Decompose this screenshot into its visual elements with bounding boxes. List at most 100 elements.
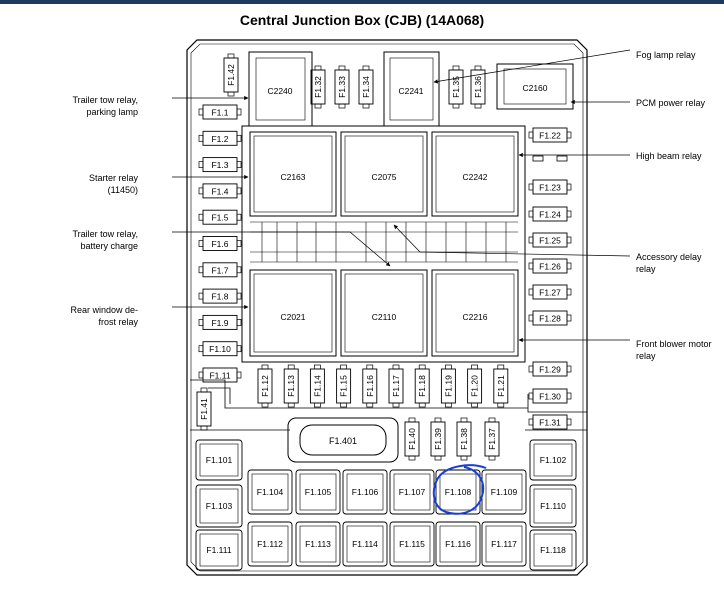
fuse-f1-24: F1.24 — [528, 206, 572, 222]
fuse-f1-1: F1.1 — [198, 104, 242, 120]
fuse-f1-18: F1.18 — [414, 364, 430, 408]
fuse-label: F1.116 — [445, 539, 471, 549]
fuse-label: F1.114 — [352, 539, 378, 549]
maxi-fuse-f1-111: F1.111 — [195, 529, 243, 571]
diagram-title: Central Junction Box (CJB) (14A068) — [239, 12, 485, 28]
fuse-f1-3: F1.3 — [198, 157, 242, 173]
fuse-f1-14: F1.14 — [309, 364, 325, 408]
fuse-f1-7: F1.7 — [198, 262, 242, 278]
maxi-fuse-f1-106: F1.106 — [342, 469, 388, 515]
left-fuse-column: F1.1F1.2F1.3F1.4F1.5F1.6F1.7F1.8F1.9F1.1… — [198, 104, 242, 383]
fuse-label: F1.40 — [407, 428, 417, 450]
fuse-label: F1.24 — [539, 210, 561, 220]
label-trailer-tow-parking: Trailer tow relay, parking lamp — [72, 95, 138, 117]
fuse-f1-35: F1.35 — [448, 65, 464, 109]
maxi-fuse-f1-101: F1.101 — [195, 439, 243, 481]
fuse-f1-19: F1.19 — [440, 364, 456, 408]
fuse-f1-17: F1.17 — [388, 364, 404, 408]
fuse-label: F1.31 — [539, 418, 561, 428]
fuse-f1-28: F1.28 — [528, 310, 572, 326]
fuse-label: F1.33 — [337, 76, 347, 98]
fuse-f1-26: F1.26 — [528, 258, 572, 274]
relay-c2160: C2160 — [496, 63, 574, 110]
fuse-f1-29: F1.29 — [528, 361, 572, 377]
relay-block-frame — [241, 125, 526, 363]
fuse-f1-11: F1.11 — [198, 367, 242, 383]
fuse-label: F1.10 — [209, 344, 231, 354]
label-rear-window-defrost: Rear window de- frost relay — [70, 305, 138, 327]
fuse-label: F1.38 — [459, 428, 469, 450]
fuse-label: F1.14 — [312, 375, 322, 397]
fuse-label: F1.32 — [313, 76, 323, 98]
highlight-circle-f1-108 — [432, 464, 487, 515]
fuse-label: F1.106 — [352, 487, 379, 497]
label-high-beam-relay: High beam relay — [636, 151, 702, 161]
fuse-label: F1.20 — [470, 375, 480, 397]
fuse-f1-5: F1.5 — [198, 209, 242, 225]
relay-c2110: C2110 — [340, 269, 428, 357]
fuse-label: F1.29 — [539, 365, 561, 375]
fuse-label: F1.25 — [539, 236, 561, 246]
right-fuse-column: F1.22F1.23F1.24F1.25F1.26F1.27F1.28F1.29… — [528, 127, 572, 430]
fuse-label: F1.103 — [206, 501, 233, 511]
fuse-f1-8: F1.8 — [198, 288, 242, 304]
fuse-label: F1.8 — [211, 292, 228, 302]
maxi-fuse-f1-104: F1.104 — [247, 469, 293, 515]
fuse-f1-10: F1.10 — [198, 341, 242, 357]
fuse-label: F1.104 — [257, 487, 284, 497]
fuse-label: F1.105 — [305, 487, 332, 497]
relay-c2075: C2075 — [340, 131, 428, 217]
fuse-label: F1.3 — [211, 160, 228, 170]
fuse-label: F1.23 — [539, 183, 561, 193]
fuse-label: F1.113 — [305, 539, 331, 549]
relay-c2242: C2242 — [431, 131, 519, 217]
maxi-fuse-f1-114: F1.114 — [342, 521, 388, 567]
relay-c2240: C2240 — [248, 51, 313, 127]
fuse-label: F1.15 — [339, 375, 349, 397]
fuse-f1-32: F1.32 — [310, 65, 326, 109]
fuse-f1-37: F1.37 — [484, 417, 500, 461]
fuse-label: F1.34 — [361, 76, 371, 98]
fuse-label: F1.1 — [211, 108, 228, 118]
maxi-fuse-f1-107: F1.107 — [389, 469, 435, 515]
maxi-fuse-f1-102: F1.102 — [529, 439, 577, 481]
fuse-label: F1.21 — [496, 375, 506, 397]
fuse-f1-40: F1.40 — [404, 417, 420, 461]
label-starter-relay: Starter relay (11450) — [88, 173, 138, 195]
maxi-fuse-f1-112: F1.112 — [247, 521, 293, 567]
maxi-fuse-f1-113: F1.113 — [295, 521, 341, 567]
fuse-label: F1.115 — [399, 539, 425, 549]
relay-label: C2160 — [522, 83, 547, 93]
relay-label: C2240 — [267, 86, 292, 96]
fuse-label: F1.112 — [257, 539, 283, 549]
fuse-label: F1.118 — [540, 545, 566, 555]
fuse-label: F1.39 — [433, 428, 443, 450]
maxi-fuse-f1-103: F1.103 — [195, 484, 243, 528]
svg-text:C2110: C2110 — [372, 312, 397, 322]
fuse-label: F1.4 — [211, 186, 228, 196]
fuse-label: F1.19 — [443, 375, 453, 397]
fuse-label: F1.7 — [211, 265, 228, 275]
maxi-fuse-f1-116: F1.116 — [435, 521, 481, 567]
svg-text:C2242: C2242 — [462, 172, 487, 182]
relay-c2241: C2241 — [383, 51, 440, 127]
fuse-f1-42: F1.42 — [223, 53, 239, 97]
maxi-fuse-f1-105: F1.105 — [295, 469, 341, 515]
fuse-label: F1.37 — [487, 428, 497, 450]
fuse-f1-13: F1.13 — [283, 364, 299, 408]
fuse-f1-22: F1.22 — [528, 127, 572, 143]
fuse-label: F1.108 — [445, 487, 472, 497]
box-outline — [186, 39, 588, 576]
callout-arrows — [172, 49, 631, 343]
relay-c2163: C2163 — [249, 131, 337, 217]
fuse-f1-23: F1.23 — [528, 179, 572, 195]
label-front-blower-motor-relay: Front blower motor relay — [636, 339, 712, 361]
fuse-f1-36: F1.36 — [470, 65, 486, 109]
fuse-label: F1.18 — [417, 375, 427, 397]
top-border-line — [0, 0, 724, 4]
fuse-label: F1.5 — [211, 213, 228, 223]
fuse-f1-6: F1.6 — [198, 236, 242, 251]
fuse-f1-16: F1.16 — [362, 364, 378, 408]
